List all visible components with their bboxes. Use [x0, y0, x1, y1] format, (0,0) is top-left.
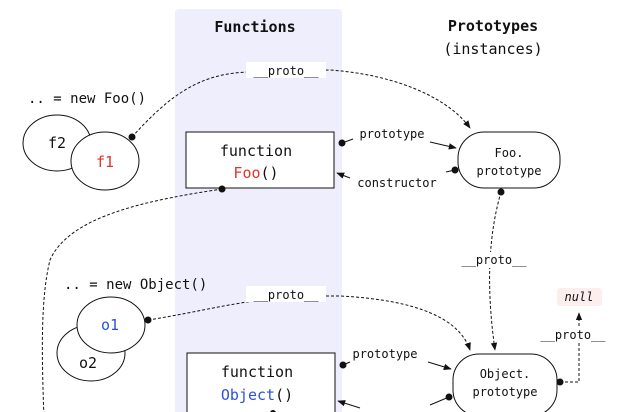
edge-foo-function-proto [41, 188, 223, 412]
edge-object-prototype-dot [339, 361, 347, 369]
edge-f1-proto-label: __proto__ [253, 64, 319, 78]
new-foo-label: .. = new Foo() [28, 91, 146, 107]
edge-objectproto-proto-label: __proto__ [540, 328, 606, 342]
edge-object-prototype-label: prototype [352, 347, 417, 361]
edge-foo-prototype-dot [338, 139, 346, 147]
functions-column-band [175, 9, 342, 412]
object-prototype-node [452, 353, 558, 412]
object-prototype-line2: prototype [472, 385, 537, 399]
edge-object-constructor-start [429, 396, 450, 406]
instance-f1-label: f1 [96, 153, 114, 171]
proto-label-bg [246, 286, 326, 302]
edge-foo-constructor-label: constructor [357, 176, 436, 190]
proto-label-bg [536, 327, 612, 343]
function-foo-name: Foo() [233, 164, 278, 182]
functions-header: Functions [214, 18, 295, 36]
edge-f1-proto-dot [128, 133, 136, 141]
edge-o1-proto-label: __proto__ [253, 288, 319, 302]
function-object-keyword: function [221, 363, 293, 381]
instance-f2-label: f2 [48, 134, 66, 152]
edge-object-prototype [427, 361, 452, 370]
edge-foo-prototype [429, 141, 457, 150]
function-object-box [186, 352, 336, 412]
prototypes-header: Prototypes [448, 17, 538, 35]
edge-fooproto-proto-label: __proto__ [461, 253, 527, 267]
proto-label-bg [246, 62, 326, 78]
edge-foo-prototype-label: prototype [359, 127, 424, 141]
edge-objectproto-proto [560, 312, 583, 383]
function-object-name: Object() [221, 386, 293, 404]
edge-f1-proto [131, 69, 471, 138]
edge-fooproto-proto-dot [497, 188, 505, 196]
edge-o1-proto-dot [144, 316, 152, 324]
instance-f1 [70, 131, 140, 191]
foo-prototype-node [457, 131, 561, 189]
instance-o1-label: o1 [101, 316, 119, 334]
foo-prototype-line1: Foo. [495, 146, 524, 160]
edge-foo-function-proto-dot [218, 185, 226, 193]
foo-prototype-line2: prototype [476, 164, 541, 178]
instance-o2-label: o2 [79, 354, 97, 372]
prototypes-subheader: (instances) [443, 40, 542, 58]
edge-objectproto-proto-dot [556, 378, 564, 386]
edge-foo-constructor [336, 172, 351, 179]
edge-fooproto-proto [489, 191, 502, 351]
object-prototype-line1: Object. [480, 367, 531, 381]
null-label: null [565, 290, 594, 304]
proto-label-bg [456, 252, 532, 268]
new-object-label: .. = new Object() [64, 277, 207, 293]
null-node [557, 288, 602, 306]
function-foo-keyword: function [220, 142, 292, 160]
instance-o1 [76, 296, 146, 354]
edge-foo-constructor-dot [451, 166, 459, 174]
edge-object-constructor [337, 400, 361, 409]
function-foo-box [185, 131, 335, 189]
